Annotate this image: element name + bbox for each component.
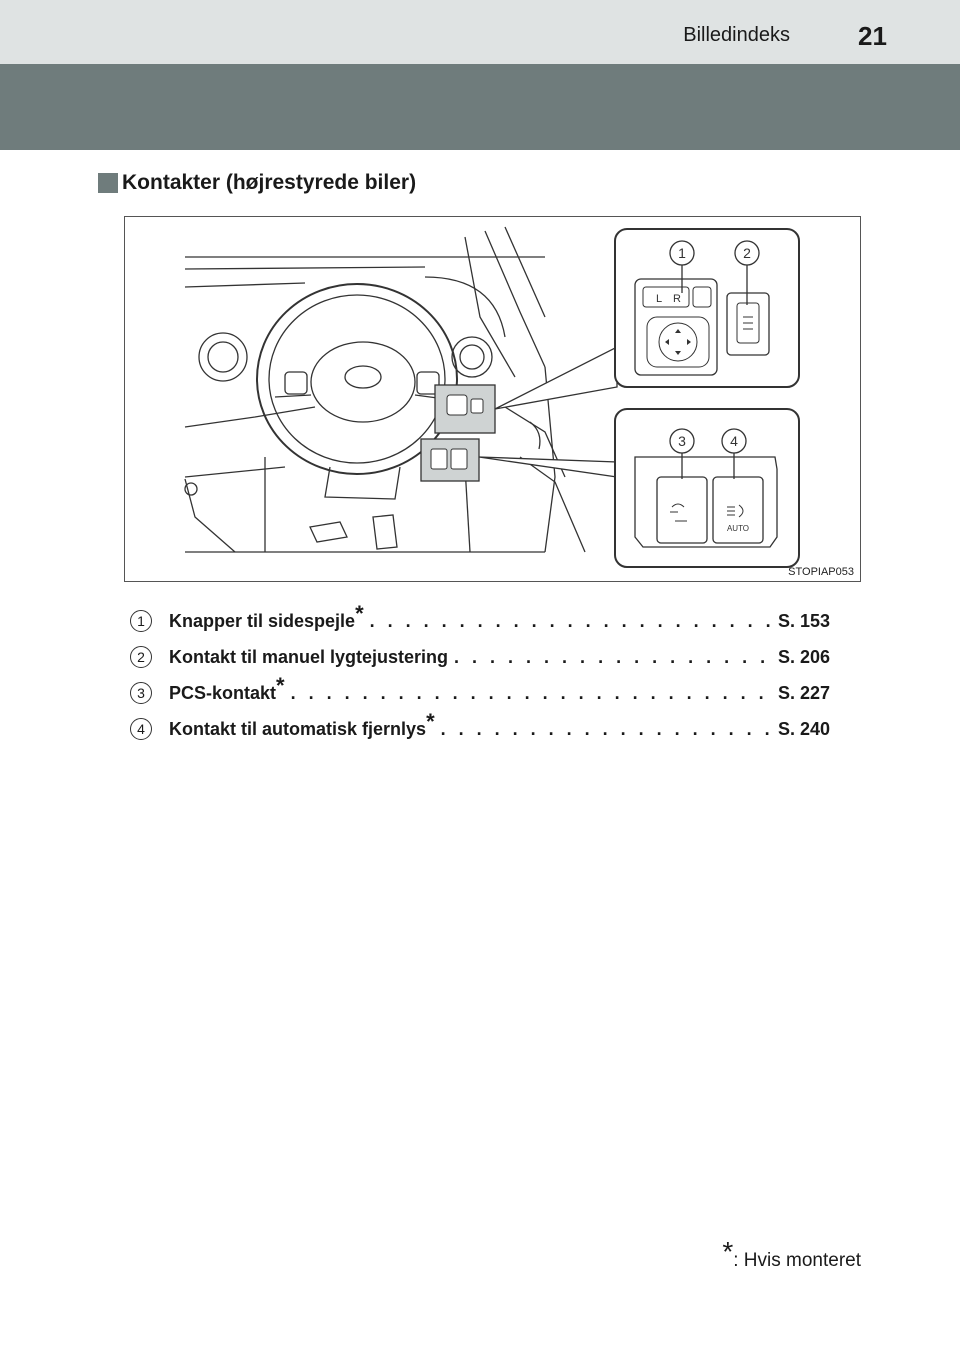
leader-dots: . . . . . . . . . . . . . . . . . . . . … — [369, 610, 772, 631]
heading-square-icon — [98, 173, 118, 193]
callout-2: 2 — [743, 245, 751, 261]
list-item: 4 Kontakt til automatisk fjernlys* . . .… — [130, 708, 830, 747]
dashboard-illustration: L R 1 2 AUTO 3 4 STOPIAP053 — [124, 216, 861, 582]
item-number: 2 — [130, 646, 152, 668]
leader-dots: . . . . . . . . . . . . . . . . . . . . … — [454, 646, 772, 667]
heading-text: Kontakter (højrestyrede biler) — [122, 171, 417, 194]
section-heading: Kontakter (højrestyrede biler) — [98, 170, 416, 196]
page-reference[interactable]: S. 206 — [777, 646, 830, 667]
callout-3: 3 — [678, 433, 686, 449]
item-label: Kontakt til automatisk fjernlys — [169, 718, 427, 739]
page-number: 21 — [858, 21, 887, 51]
mirror-left-label: L — [656, 293, 662, 305]
header-bar — [0, 0, 960, 64]
auto-label: AUTO — [727, 524, 749, 533]
section-title: Billedindeks — [683, 24, 790, 46]
image-code: STOPIAP053 — [788, 566, 854, 578]
asterisk-mark: * — [355, 600, 364, 626]
list-item: 1 Knapper til sidespejle* . . . . . . . … — [130, 600, 830, 639]
footnote-text: : Hvis monteret — [733, 1250, 861, 1271]
item-number: 1 — [130, 610, 152, 632]
page-reference[interactable]: S. 227 — [777, 682, 830, 703]
asterisk-mark: * — [276, 672, 285, 698]
dashboard-drawing: L R 1 2 AUTO 3 4 — [184, 226, 800, 568]
item-number: 3 — [130, 682, 152, 704]
item-label: Knapper til sidespejle — [169, 610, 356, 631]
mirror-right-label: R — [673, 293, 681, 305]
page-reference[interactable]: S. 240 — [777, 718, 830, 739]
leader-dots: . . . . . . . . . . . . . . . . . . . . … — [290, 682, 772, 703]
page-reference[interactable]: S. 153 — [777, 610, 830, 631]
asterisk-mark: * — [426, 708, 435, 734]
item-list: 1 Knapper til sidespejle* . . . . . . . … — [130, 600, 830, 747]
callout-4: 4 — [730, 433, 738, 449]
callout-1: 1 — [678, 245, 686, 261]
item-number: 4 — [130, 718, 152, 740]
footnote-asterisk: * — [722, 1236, 734, 1267]
footnote: *: Hvis monteret — [722, 1238, 861, 1272]
leader-dots: . . . . . . . . . . . . . . . . . . . . … — [440, 718, 772, 739]
item-label: Kontakt til manuel lygtejustering — [169, 646, 449, 667]
list-item: 2 Kontakt til manuel lygtejustering . . … — [130, 639, 830, 675]
header-band — [0, 64, 960, 150]
list-item: 3 PCS-kontakt* . . . . . . . . . . . . .… — [130, 672, 830, 711]
item-label: PCS-kontakt — [169, 682, 277, 703]
